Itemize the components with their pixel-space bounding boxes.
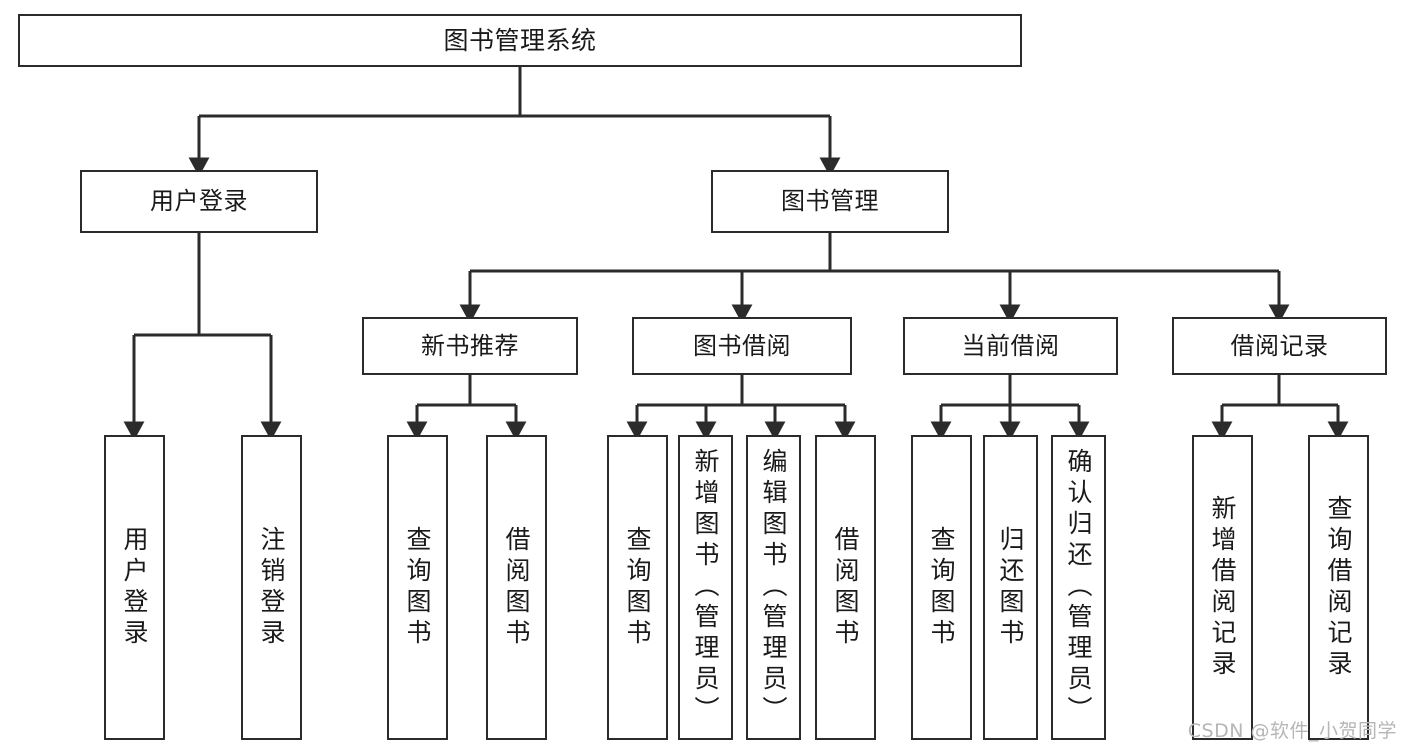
node-label: 借阅图书: [502, 525, 531, 650]
node-label: 图书管理: [781, 187, 879, 216]
node-label: 图书借阅: [693, 331, 791, 360]
node-leaf-query-book-borrow[interactable]: 查询图书: [607, 435, 668, 740]
node-label: 注销登录: [257, 525, 286, 650]
node-label: 确认归还（管理员）: [1064, 448, 1093, 727]
node-leaf-return-book[interactable]: 归还图书: [983, 435, 1038, 740]
node-label: 查询图书: [623, 525, 652, 650]
node-label: 编辑图书（管理员）: [759, 448, 788, 727]
node-label: 图书管理系统: [443, 25, 597, 55]
node-leaf-borrow-book[interactable]: 借阅图书: [815, 435, 876, 740]
node-leaf-add-book-admin[interactable]: 新增图书（管理员）: [678, 435, 733, 740]
node-label: 查询借阅记录: [1324, 494, 1353, 681]
node-label: 查询图书: [403, 525, 432, 650]
node-leaf-query-book-newbook[interactable]: 查询图书: [387, 435, 448, 740]
node-root-book-management-system[interactable]: 图书管理系统: [18, 14, 1022, 67]
watermark-text: CSDN @软件_小贺同学: [1187, 720, 1397, 742]
node-user-login[interactable]: 用户登录: [80, 170, 318, 233]
node-leaf-edit-book-admin[interactable]: 编辑图书（管理员）: [746, 435, 801, 740]
node-label: 用户登录: [150, 187, 248, 216]
node-leaf-user-login[interactable]: 用户登录: [104, 435, 165, 740]
node-leaf-query-borrow-record[interactable]: 查询借阅记录: [1308, 435, 1369, 740]
node-label: 借阅图书: [831, 525, 860, 650]
node-borrow-records[interactable]: 借阅记录: [1172, 317, 1387, 375]
node-leaf-query-book-current[interactable]: 查询图书: [911, 435, 972, 740]
node-new-book-recommend[interactable]: 新书推荐: [362, 317, 578, 375]
node-current-borrow[interactable]: 当前借阅: [903, 317, 1118, 375]
node-leaf-borrow-book-newbook[interactable]: 借阅图书: [486, 435, 547, 740]
node-label: 归还图书: [996, 525, 1025, 650]
node-book-management[interactable]: 图书管理: [711, 170, 949, 233]
node-leaf-confirm-return-admin[interactable]: 确认归还（管理员）: [1051, 435, 1106, 740]
node-book-borrow[interactable]: 图书借阅: [632, 317, 852, 375]
node-label: 当前借阅: [961, 331, 1060, 360]
node-label: 用户登录: [120, 525, 149, 650]
node-label: 新书推荐: [421, 331, 519, 360]
node-label: 新增借阅记录: [1208, 494, 1237, 681]
node-leaf-logout[interactable]: 注销登录: [241, 435, 302, 740]
node-label: 新增图书（管理员）: [691, 448, 720, 727]
node-label: 借阅记录: [1230, 331, 1329, 360]
node-label: 查询图书: [927, 525, 956, 650]
node-leaf-add-borrow-record[interactable]: 新增借阅记录: [1192, 435, 1253, 740]
